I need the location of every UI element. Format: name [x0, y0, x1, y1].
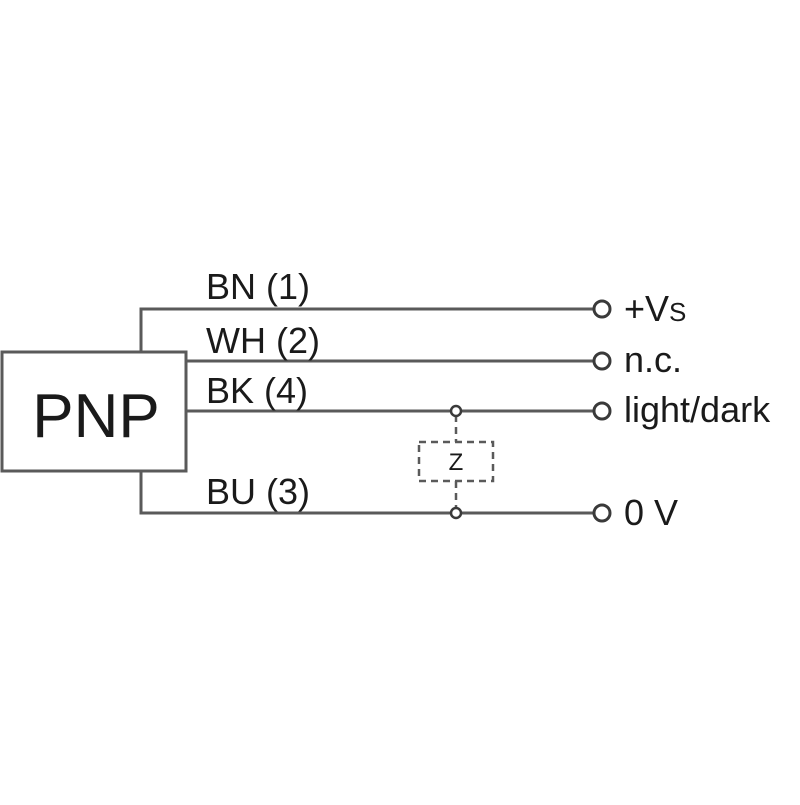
junction-node-bk — [449, 404, 463, 418]
wire-label-bk: BK (4) — [206, 370, 308, 411]
terminal-label-vs-main: +V — [624, 288, 669, 329]
terminal-label-nc: n.c. — [624, 339, 682, 380]
wire-bu — [139, 471, 598, 515]
load-label: Z — [449, 449, 464, 476]
wire-label-wh: WH (2) — [206, 320, 320, 361]
terminal-circle-light-dark — [592, 401, 612, 421]
wire-bn — [139, 307, 598, 352]
device-box — [0, 350, 188, 473]
terminal-circle-nc — [592, 351, 612, 371]
terminal-circle-vs — [592, 299, 612, 319]
terminal-label-vs: +VS — [624, 288, 686, 329]
terminal-label-light-dark: light/dark — [624, 389, 771, 430]
wire-label-bn: BN (1) — [206, 266, 310, 307]
terminal-label-0v: 0 V — [624, 492, 678, 533]
junction-node-bu — [449, 506, 463, 520]
terminal-circle-0v — [592, 503, 612, 523]
wire-label-bu: BU (3) — [206, 471, 310, 512]
terminal-label-vs-sub: S — [669, 297, 686, 327]
device-label: PNP — [32, 382, 159, 451]
